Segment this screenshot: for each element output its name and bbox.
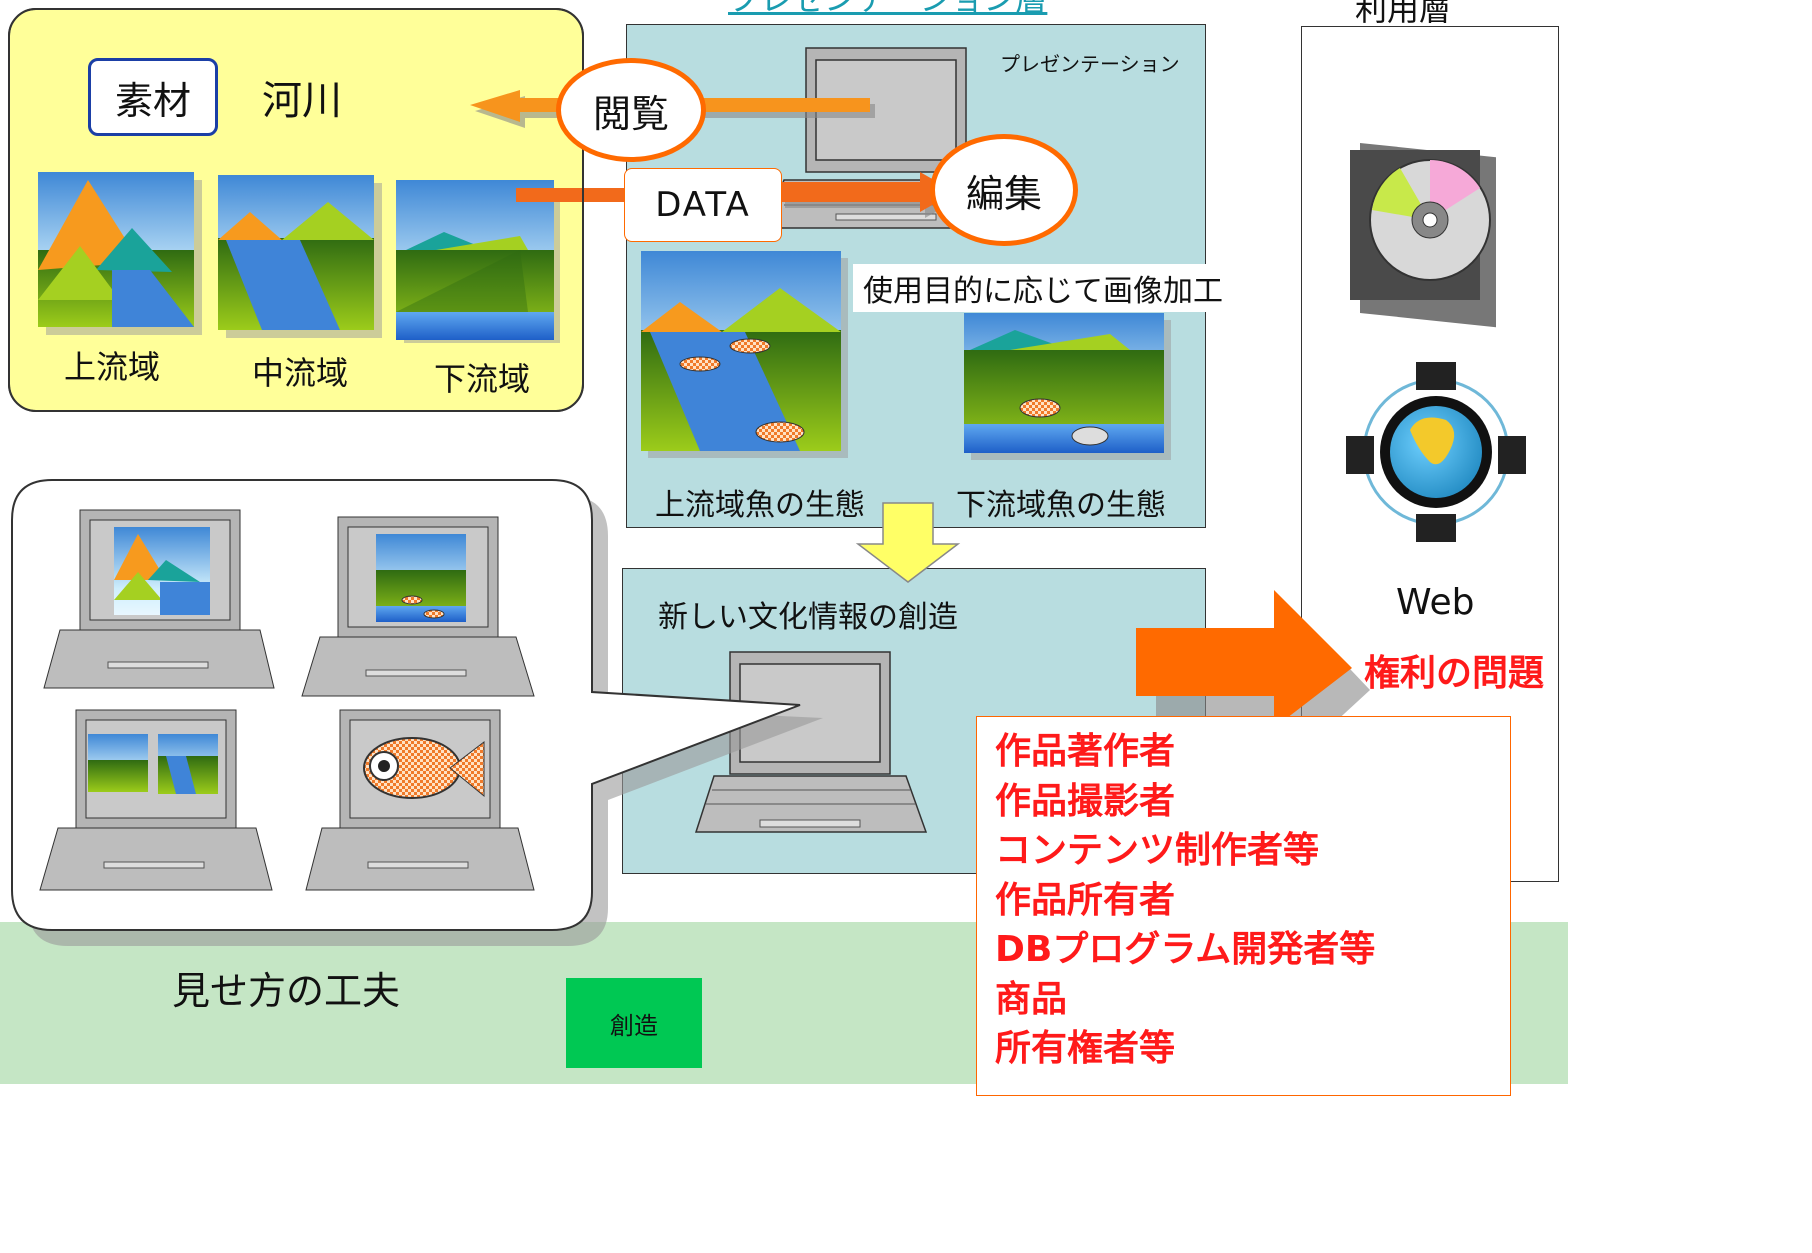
processing-note: 使用目的に応じて画像加工 [853, 264, 1233, 312]
zone-label-midstream: 中流域 [252, 354, 349, 392]
creation-laptop [694, 651, 928, 833]
rights-item: DBプログラム開発者等 [995, 929, 1376, 970]
bubble-laptop-3 [39, 709, 273, 891]
rights-item: 作品著作者 [995, 731, 1176, 772]
web-label: Web [1396, 582, 1475, 623]
midstream-image [218, 175, 382, 338]
cd-icon [1350, 142, 1496, 328]
rights-item: 作品撮影者 [995, 780, 1176, 822]
rights-item: 商品 [995, 978, 1068, 1020]
usage-layer-title: 利用層 [1355, 0, 1452, 28]
rights-item: 所有権者等 [995, 1028, 1176, 1069]
data-button[interactable]: DATA [624, 168, 782, 242]
upstream-ecology-label: 上流域魚の生態 [655, 488, 865, 523]
downstream-image [396, 180, 560, 343]
downstream-fish-image [964, 313, 1171, 460]
web-globe-icon [1346, 362, 1526, 542]
presentation-small-label: プレゼンテーション [1000, 52, 1180, 76]
rights-item: コンテンツ制作者等 [995, 830, 1320, 871]
river-title: 河川 [262, 78, 342, 124]
zone-label-downstream: 下流域 [434, 360, 531, 398]
rights-item: 作品所有者 [995, 879, 1176, 921]
presentation-layer-title: プレゼンテーション層 [728, 0, 1047, 20]
upstream-image [38, 172, 202, 335]
zone-label-upstream: 上流域 [64, 348, 161, 386]
upstream-fish-image [641, 251, 848, 458]
downstream-ecology-label: 下流域魚の生態 [956, 488, 1166, 523]
material-badge: 素材 [88, 58, 218, 136]
data-arrow [516, 172, 960, 218]
view-button[interactable]: 閲覧 [556, 58, 706, 162]
bubble-laptop-4 [305, 709, 535, 891]
create-button[interactable]: 創造 [566, 978, 702, 1068]
rights-title: 権利の問題 [1364, 653, 1545, 694]
bubble-laptop-2 [301, 516, 535, 697]
creation-label: 新しい文化情報の創造 [658, 600, 958, 635]
diagram-graphics [11, 47, 1526, 946]
down-arrow [855, 502, 961, 583]
bubble-laptop-1 [43, 509, 275, 689]
rights-list-box: 作品著作者 作品撮影者 コンテンツ制作者等 作品所有者 DBプログラム開発者等 … [976, 716, 1511, 1096]
presentation-tip-label: 見せ方の工夫 [172, 969, 401, 1013]
edit-button[interactable]: 編集 [930, 134, 1078, 246]
